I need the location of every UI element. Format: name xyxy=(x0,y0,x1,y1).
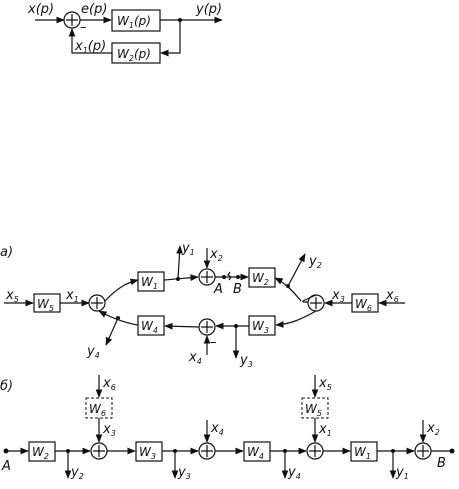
w1-label-a: W1 xyxy=(141,275,158,291)
w6-label: W6 xyxy=(355,297,372,313)
w2-label-a: W2 xyxy=(252,271,269,287)
feedback-path xyxy=(160,20,181,57)
x5-label-b: x5 xyxy=(318,376,332,392)
y4-label-b: y4 xyxy=(287,465,301,481)
point-b-label: B xyxy=(233,282,242,297)
x2-label-b: x2 xyxy=(426,421,440,437)
w1-to-sum-link xyxy=(163,274,199,281)
point-b-b xyxy=(449,448,455,454)
w3-region-to-w2-link xyxy=(274,277,302,302)
y1-label-a: y1 xyxy=(181,241,195,257)
diagram-a-label: а) xyxy=(0,245,13,260)
x6-label-b: x6 xyxy=(102,376,116,392)
y1-arrow xyxy=(176,245,183,280)
y1-label-b: y1 xyxy=(395,465,409,481)
x6-label-a: x6 xyxy=(385,288,399,304)
y2-arrow xyxy=(287,253,306,287)
plus-sign xyxy=(201,445,213,457)
point-b-label-b: B xyxy=(437,456,446,471)
plus-sign xyxy=(309,445,321,457)
x1-label-a: x1 xyxy=(65,288,79,304)
w4-label-b: W4 xyxy=(247,445,264,461)
y3-label-a: y3 xyxy=(239,353,253,369)
point-a-label-b: A xyxy=(1,459,11,474)
point-b xyxy=(236,275,240,279)
w1-label-b: W1 xyxy=(354,445,371,461)
w2-label-b: W2 xyxy=(32,445,49,461)
feedback-signal-label: x1(p) xyxy=(74,39,106,55)
y4-label-a: y4 xyxy=(86,344,100,360)
w5-label: W5 xyxy=(37,297,54,313)
w5-dashed-block xyxy=(301,397,329,419)
upper-left-link xyxy=(104,278,139,302)
diagram-b-label: б) xyxy=(0,379,13,394)
x1-label-b: x1 xyxy=(318,422,332,438)
plus-sign xyxy=(310,297,322,309)
point-a-label: A xyxy=(213,282,223,297)
plus-sign xyxy=(201,321,213,333)
w6-label-b: W6 xyxy=(89,402,106,418)
y2-label-a: y2 xyxy=(308,254,322,270)
x5-label: x5 xyxy=(5,288,19,304)
plus-sign xyxy=(91,297,103,309)
w4-label-a: W4 xyxy=(141,319,158,335)
x4-label-b: x4 xyxy=(210,421,224,437)
y4-arrow xyxy=(105,317,119,346)
y2-label-b: y2 xyxy=(70,465,84,481)
w3-label-a: W3 xyxy=(252,319,269,335)
x4-label-a: x4 xyxy=(188,350,202,366)
input-label: x(p) xyxy=(27,2,54,17)
w1-block-a xyxy=(137,271,165,292)
w4-block-a xyxy=(137,315,165,336)
x3-label-a: x3 xyxy=(331,288,345,304)
diagram-b: б) xyxy=(0,375,455,481)
w5-label-b: W5 xyxy=(305,402,322,418)
sum-to-w4-link xyxy=(164,322,200,330)
point-a xyxy=(222,275,226,279)
plus-sign xyxy=(93,445,105,457)
x3-label-b: x3 xyxy=(102,422,116,438)
w3-label-b: W3 xyxy=(139,445,156,461)
minus-sign: – xyxy=(210,335,217,350)
feedback-return xyxy=(68,28,112,54)
plus-sign xyxy=(66,14,78,26)
break-mark xyxy=(227,271,232,281)
output-label: y(p) xyxy=(195,2,222,17)
error-label: e(p) xyxy=(81,2,107,17)
minus-sign: – xyxy=(80,20,87,35)
w2-block-a xyxy=(248,267,276,288)
plus-sign xyxy=(201,271,213,283)
x2-label-a: x2 xyxy=(209,247,223,263)
right-junction-up xyxy=(302,294,317,303)
w1-label: W1(p) xyxy=(117,14,151,30)
y3-label-b: y3 xyxy=(177,465,191,481)
w2-label: W2(p) xyxy=(117,47,151,63)
w6-dashed-block xyxy=(85,397,113,419)
plus-sign xyxy=(417,445,429,457)
diagram-a: а) xyxy=(0,241,405,369)
top-feedback-loop: x(p) e(p) y(p) – x1(p) W1(p) W2(p) xyxy=(27,2,223,64)
right-to-w3-link xyxy=(275,310,317,328)
w6-block xyxy=(351,293,379,313)
